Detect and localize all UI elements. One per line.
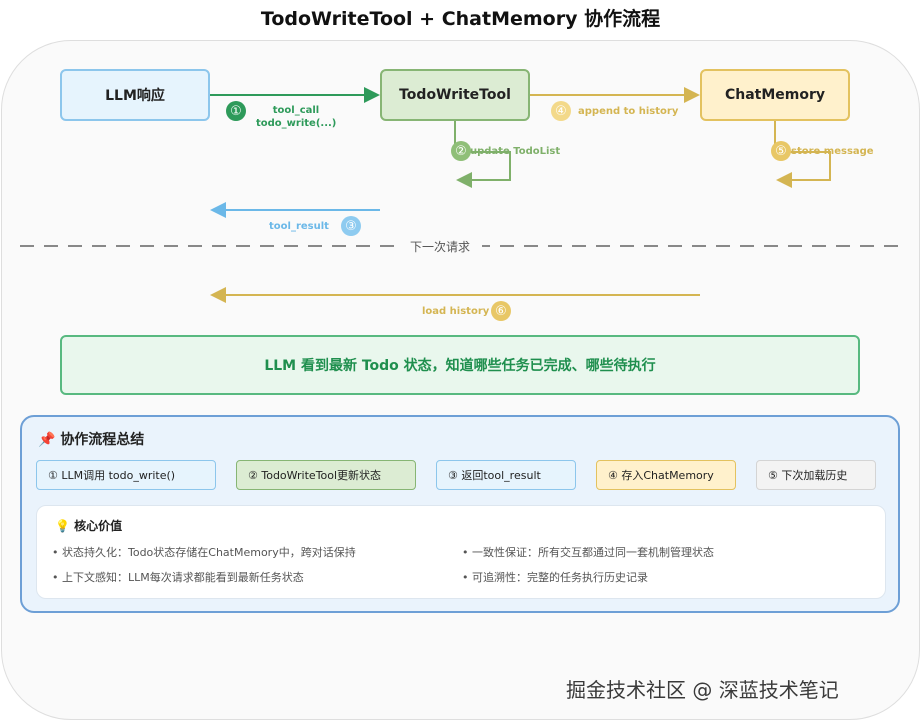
diagram-title: TodoWriteTool + ChatMemory 协作流程 [260,8,661,30]
step1-label-line1: tool_call [272,105,320,116]
summary-step-2: ② TodoWriteTool更新状态 [236,460,416,490]
pushpin-icon: 📌 [38,432,56,448]
step1-label: tool_call todo_write(...) [256,104,336,130]
step2-label: update TodoList [470,146,561,157]
core-values-title-text: 核心价值 [74,519,123,533]
node-chatmemory: ChatMemory [700,69,850,121]
step6-badge: ⑥ [491,301,511,321]
core-values-card [36,505,886,599]
step1-label-line2: todo_write(...) [256,118,337,129]
value-item-consistency: • 一致性保证：所有交互都通过同一套机制管理状态 [462,546,714,559]
step4-badge: ④ [551,101,571,121]
step5-label: store message [791,146,874,157]
result-message-box: LLM 看到最新 Todo 状态，知道哪些任务已完成、哪些待执行 [60,335,860,395]
node-llm-response: LLM响应 [60,69,210,121]
step4-label: append to history [578,106,679,117]
lightbulb-icon: 💡 [55,519,70,533]
summary-title: 📌 协作流程总结 [38,429,144,449]
watermark: 掘金技术社区 @ 深蓝技术笔记 [566,678,839,702]
summary-step-1: ① LLM调用 todo_write() [36,460,216,490]
step2-badge: ② [451,141,471,161]
summary-title-text: 协作流程总结 [60,432,145,448]
summary-step-4: ④ 存入ChatMemory [596,460,736,490]
node-todowritetool: TodoWriteTool [380,69,530,121]
value-item-context-aware: • 上下文感知：LLM每次请求都能看到最新任务状态 [52,571,304,584]
next-request-label: 下一次请求 [398,238,483,255]
step3-badge: ③ [341,216,361,236]
step6-label: load history [422,306,490,317]
step1-badge: ① [226,101,246,121]
step3-label: tool_result [269,221,329,232]
value-item-persistence: • 状态持久化：Todo状态存储在ChatMemory中，跨对话保持 [52,546,356,559]
summary-step-3: ③ 返回tool_result [436,460,576,490]
value-item-traceability: • 可追溯性：完整的任务执行历史记录 [462,571,648,584]
step5-badge: ⑤ [771,141,791,161]
core-values-title: 💡 核心价值 [55,517,122,534]
summary-step-5: ⑤ 下次加载历史 [756,460,876,490]
